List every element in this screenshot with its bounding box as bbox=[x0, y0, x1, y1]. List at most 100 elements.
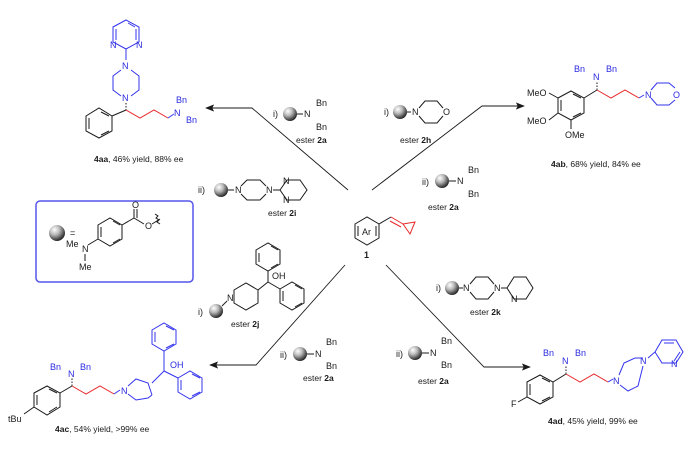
bn-label: Bn bbox=[326, 361, 337, 371]
step-i-label: i) bbox=[198, 307, 203, 317]
n-atom: N bbox=[511, 294, 518, 304]
n-atom: N bbox=[122, 93, 129, 103]
bn-label: Bn bbox=[176, 95, 187, 105]
substrate-1: Ar 1 bbox=[354, 216, 416, 260]
n-atom: N bbox=[227, 293, 234, 303]
product-yield-ee: , 46% yield, 88% ee bbox=[108, 154, 183, 164]
ester-label: ester 2a bbox=[296, 135, 327, 145]
ester-word: ester bbox=[428, 202, 447, 212]
aryl-label: Ar bbox=[362, 227, 371, 237]
step-i-label: i) bbox=[384, 107, 389, 117]
ester-label: ester 2h bbox=[400, 135, 431, 145]
hydroxyl-label: OH bbox=[272, 271, 286, 281]
dmap-benzoate-ball-icon bbox=[49, 225, 65, 241]
ester-oxygen: O bbox=[145, 221, 152, 231]
o-atom: O bbox=[443, 107, 450, 117]
ball-icon bbox=[293, 347, 307, 361]
ball-icon bbox=[209, 304, 223, 318]
ester-id: 2i bbox=[289, 208, 296, 218]
ester-label: ester 2a bbox=[303, 373, 334, 383]
bn-label: Bn bbox=[468, 165, 479, 175]
arrow-to-4ab bbox=[371, 102, 525, 191]
ball-icon bbox=[393, 105, 407, 119]
ball-icon bbox=[408, 346, 422, 360]
tert-butyl-label: tBu bbox=[8, 414, 22, 424]
legend-box: = O O N Me Me bbox=[35, 200, 194, 283]
n-atom: N bbox=[121, 386, 128, 396]
bn-label: Bn bbox=[50, 362, 61, 372]
arrow-to-4aa bbox=[205, 104, 349, 191]
product-4ab: MeO MeO OMe N Bn Bn N O 4ab, 68% yield, … bbox=[527, 64, 680, 169]
product-caption: 4aa, 46% yield, 88% ee bbox=[94, 154, 184, 164]
bn-label: Bn bbox=[80, 362, 91, 372]
n-atom: N bbox=[593, 72, 600, 82]
ester-word: ester bbox=[470, 307, 489, 317]
o-atom: O bbox=[673, 90, 680, 100]
n-atom: N bbox=[645, 90, 652, 100]
product-4ac: tBu N Bn Bn N OH 4ac, 54% yield, >99% ee bbox=[8, 322, 203, 434]
product-id: 4ac bbox=[55, 424, 69, 434]
ester-word: ester bbox=[400, 135, 419, 145]
methoxy-label: MeO bbox=[527, 88, 547, 98]
ester-word: ester bbox=[231, 319, 250, 329]
conditions-4ac: OH N i) ester 2j ii) N Bn Bn ester 2a bbox=[198, 242, 337, 383]
n-atom: N bbox=[412, 107, 419, 117]
ester-word: ester bbox=[268, 208, 287, 218]
n-atom: N bbox=[68, 369, 75, 379]
equals-sign: = bbox=[70, 228, 75, 238]
ester-id: 2a bbox=[317, 135, 327, 145]
ester-id: 2a bbox=[324, 373, 334, 383]
ester-label: ester 2k bbox=[470, 307, 501, 317]
n-atom: N bbox=[110, 40, 117, 50]
product-yield-ee: , 45% yield, 99% ee bbox=[563, 416, 638, 426]
product-id: 4aa bbox=[94, 154, 108, 164]
n-atom: N bbox=[283, 195, 290, 205]
bn-label: Bn bbox=[574, 64, 585, 74]
ester-label: ester 2j bbox=[231, 319, 259, 329]
carbonyl-oxygen: O bbox=[132, 200, 139, 210]
methyl-label-bottom: Me bbox=[79, 262, 92, 272]
product-caption: 4ac, 54% yield, >99% ee bbox=[55, 424, 150, 434]
compound-1-label: 1 bbox=[364, 250, 369, 260]
ester-word: ester bbox=[296, 135, 315, 145]
dimethylamino-n: N bbox=[82, 244, 89, 254]
n-atom: N bbox=[463, 283, 470, 293]
bn-label: Bn bbox=[468, 189, 479, 199]
step-ii-label: ii) bbox=[198, 185, 205, 195]
ester-id: 2j bbox=[252, 319, 259, 329]
bn-label: Bn bbox=[606, 64, 617, 74]
n-atom: N bbox=[304, 109, 311, 119]
methyl-label-top: Me bbox=[66, 239, 79, 249]
ester-id: 2h bbox=[421, 135, 431, 145]
n-atom: N bbox=[671, 359, 678, 369]
product-yield-ee: , 68% yield, 84% ee bbox=[566, 159, 641, 169]
arrow-to-4ad bbox=[385, 264, 531, 371]
bn-label: Bn bbox=[186, 115, 197, 125]
ball-icon bbox=[214, 183, 228, 197]
methoxy-label: MeO bbox=[527, 116, 547, 126]
conditions-4ad: i) N N N ester 2k ii) N Bn Bn ester 2a bbox=[396, 276, 534, 386]
step-ii-label: ii) bbox=[422, 177, 429, 187]
methoxy-label: OMe bbox=[565, 130, 585, 140]
step-i-label: i) bbox=[273, 109, 278, 119]
bn-label: Bn bbox=[575, 348, 586, 358]
bn-label: Bn bbox=[316, 98, 327, 108]
ester-id: 2a bbox=[449, 202, 459, 212]
ester-word: ester bbox=[303, 373, 322, 383]
n-atom: N bbox=[430, 348, 437, 358]
n-atom: N bbox=[640, 356, 647, 366]
bn-label: Bn bbox=[326, 337, 337, 347]
product-yield-ee: , 54% yield, >99% ee bbox=[69, 424, 149, 434]
n-atom: N bbox=[266, 185, 273, 195]
ester-id: 2k bbox=[491, 307, 501, 317]
product-4aa: N N N N N Bn Bn 4aa, 46% yield, 88% ee bbox=[85, 19, 197, 164]
n-atom: N bbox=[562, 356, 569, 366]
bn-label: Bn bbox=[441, 360, 452, 370]
n-atom: N bbox=[283, 176, 290, 186]
bn-label: Bn bbox=[543, 348, 554, 358]
ester-label: ester 2a bbox=[428, 202, 459, 212]
product-4ad: F N Bn Bn N N N 4ad, 45% yield, 99% ee bbox=[511, 339, 684, 426]
product-id: 4ad bbox=[548, 416, 563, 426]
conditions-4aa: i) N Bn Bn ester 2a ii) N N N N ester 2i bbox=[198, 98, 327, 218]
